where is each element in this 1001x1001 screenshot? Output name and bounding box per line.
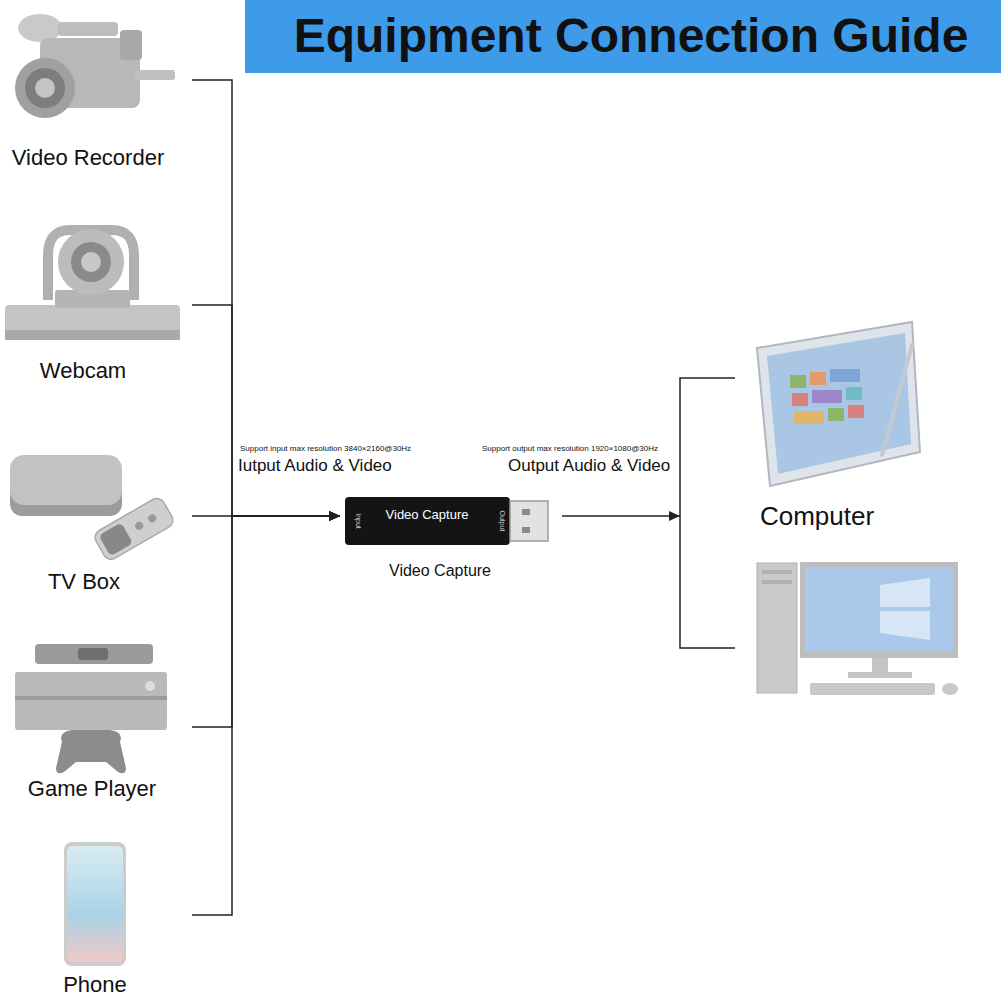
tv-box-icon [10, 455, 176, 562]
computer-node: Computer [680, 320, 1000, 705]
game-console-icon [15, 644, 167, 773]
bracket-line [680, 378, 735, 648]
device-node: Game Player [0, 640, 192, 810]
webcam-icon [5, 229, 180, 340]
desktop-icon [757, 562, 958, 695]
device-node: Webcam [0, 225, 192, 395]
node-label: Video Recorder [12, 145, 164, 170]
connector-line [562, 515, 680, 517]
title-text: Equipment Connection Guide [294, 10, 969, 63]
arrow-head [669, 511, 680, 521]
phone-icon [64, 842, 126, 966]
node-label: Computer [760, 502, 874, 532]
video-recorder-icon [15, 14, 175, 118]
port-label: Iutput Audio & Video [238, 456, 392, 476]
node-label: Webcam [40, 358, 126, 383]
spec-note: Support input max resolution 3840×2160@3… [240, 444, 411, 453]
arrow-head [329, 511, 340, 521]
device-node: Video Recorder [0, 0, 192, 185]
capture-node: Video CaptureInputOutputVideo Capture [340, 490, 562, 585]
node-label: Video Capture [389, 562, 491, 580]
device-node: Phone [0, 835, 192, 1001]
connector-line [192, 516, 340, 915]
arrow-head [329, 511, 340, 521]
node-label: Game Player [28, 776, 156, 801]
capture-dongle [345, 497, 548, 545]
spec-note: Support output max resolution 1920×1080@… [482, 444, 658, 453]
device-node: TV Box [0, 440, 192, 600]
arrow-head [329, 511, 340, 521]
arrow-head [329, 511, 340, 521]
device-print: Video Capture [386, 508, 469, 523]
port-print: Input [354, 513, 362, 529]
arrow-head [329, 511, 340, 521]
title-banner: Equipment Connection Guide [245, 0, 1001, 73]
node-label: TV Box [48, 569, 120, 594]
port-label: Output Audio & Video [508, 456, 670, 476]
port-print: Output [498, 510, 506, 531]
node-label: Phone [63, 972, 127, 997]
connector-line [192, 305, 340, 516]
tablet-icon [757, 322, 920, 486]
connector-line [192, 516, 340, 727]
